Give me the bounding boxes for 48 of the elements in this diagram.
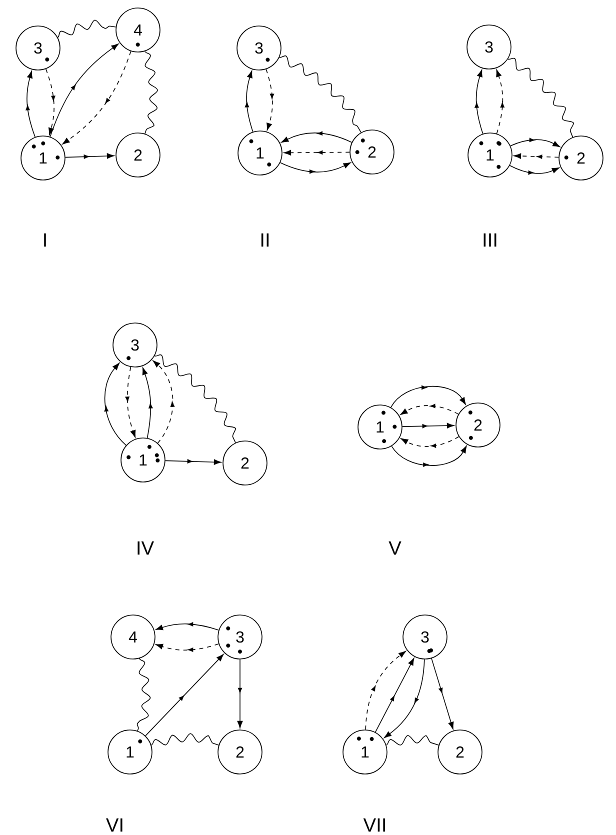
- panel-label: IV: [138, 541, 154, 555]
- arrow: [145, 654, 224, 736]
- arrow: [374, 658, 414, 733]
- wavy-line: [508, 58, 574, 138]
- panel-label: III: [484, 233, 496, 247]
- arrow: [237, 659, 243, 728]
- arrow: [391, 446, 467, 467]
- arrow: [510, 138, 560, 148]
- arrow: [244, 70, 254, 132]
- arrow: [431, 658, 454, 730]
- arrow: [474, 70, 484, 134]
- arrow: [266, 68, 274, 130]
- wavy-line: [278, 55, 362, 133]
- wavy-line: [136, 658, 151, 732]
- arrow: [156, 622, 220, 630]
- arrow: [142, 367, 153, 438]
- panel-label: VII: [363, 818, 385, 832]
- arrow: [400, 436, 460, 448]
- wavy-line: [386, 735, 440, 746]
- panel-label: V: [388, 541, 402, 555]
- panel-label: I: [44, 233, 46, 247]
- arrow: [280, 162, 351, 174]
- arrow: [156, 644, 220, 652]
- arrow: [45, 68, 56, 136]
- arrow: [496, 70, 504, 134]
- arrow: [281, 131, 352, 143]
- wavy-line: [57, 20, 116, 38]
- arrow: [152, 360, 175, 444]
- wavy-line: [144, 50, 158, 134]
- arrow: [365, 650, 406, 730]
- arrow: [62, 50, 132, 144]
- arrow: [65, 153, 114, 159]
- arrow: [509, 165, 560, 175]
- arrow: [402, 422, 454, 428]
- arrow: [384, 659, 425, 738]
- wavy-line: [150, 733, 220, 746]
- arrow: [125, 366, 136, 438]
- arrow: [284, 150, 350, 156]
- wavy-line: [154, 354, 236, 444]
- arrow: [50, 44, 119, 138]
- arrow: [514, 153, 559, 159]
- arrow: [104, 362, 126, 446]
- arrow: [400, 404, 459, 415]
- panel-label: II: [261, 233, 269, 247]
- panel-label: VI: [106, 818, 122, 832]
- arrow: [390, 385, 466, 408]
- arrow: [26, 70, 36, 138]
- arrow: [164, 459, 222, 465]
